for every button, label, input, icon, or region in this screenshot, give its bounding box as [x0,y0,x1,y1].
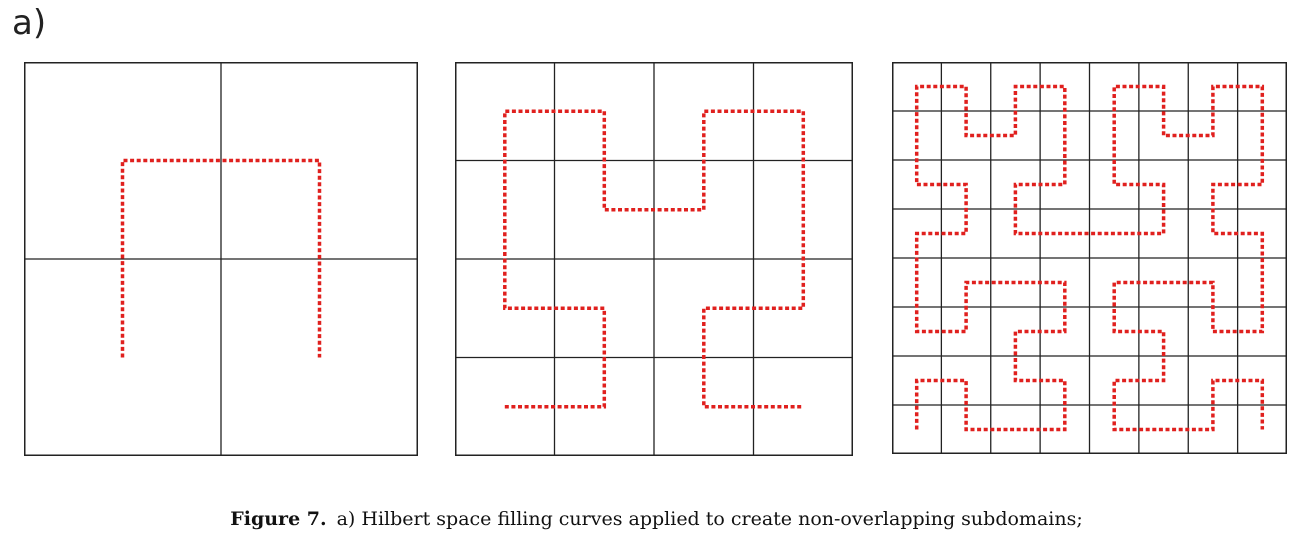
caption-text: a) Hilbert space filling curves applied … [336,508,1083,530]
panel-label: a) [12,3,47,43]
hilbert-curve-path [503,109,806,409]
figure-caption: Figure 7. a) Hilbert space filling curves… [0,508,1313,530]
hilbert-order-2-diagram [455,62,853,456]
hilbert-order-3-diagram [892,62,1287,454]
caption-label: Figure 7. [230,508,327,530]
hilbert-curve-path [914,84,1265,432]
hilbert-order-1-diagram [24,62,418,456]
